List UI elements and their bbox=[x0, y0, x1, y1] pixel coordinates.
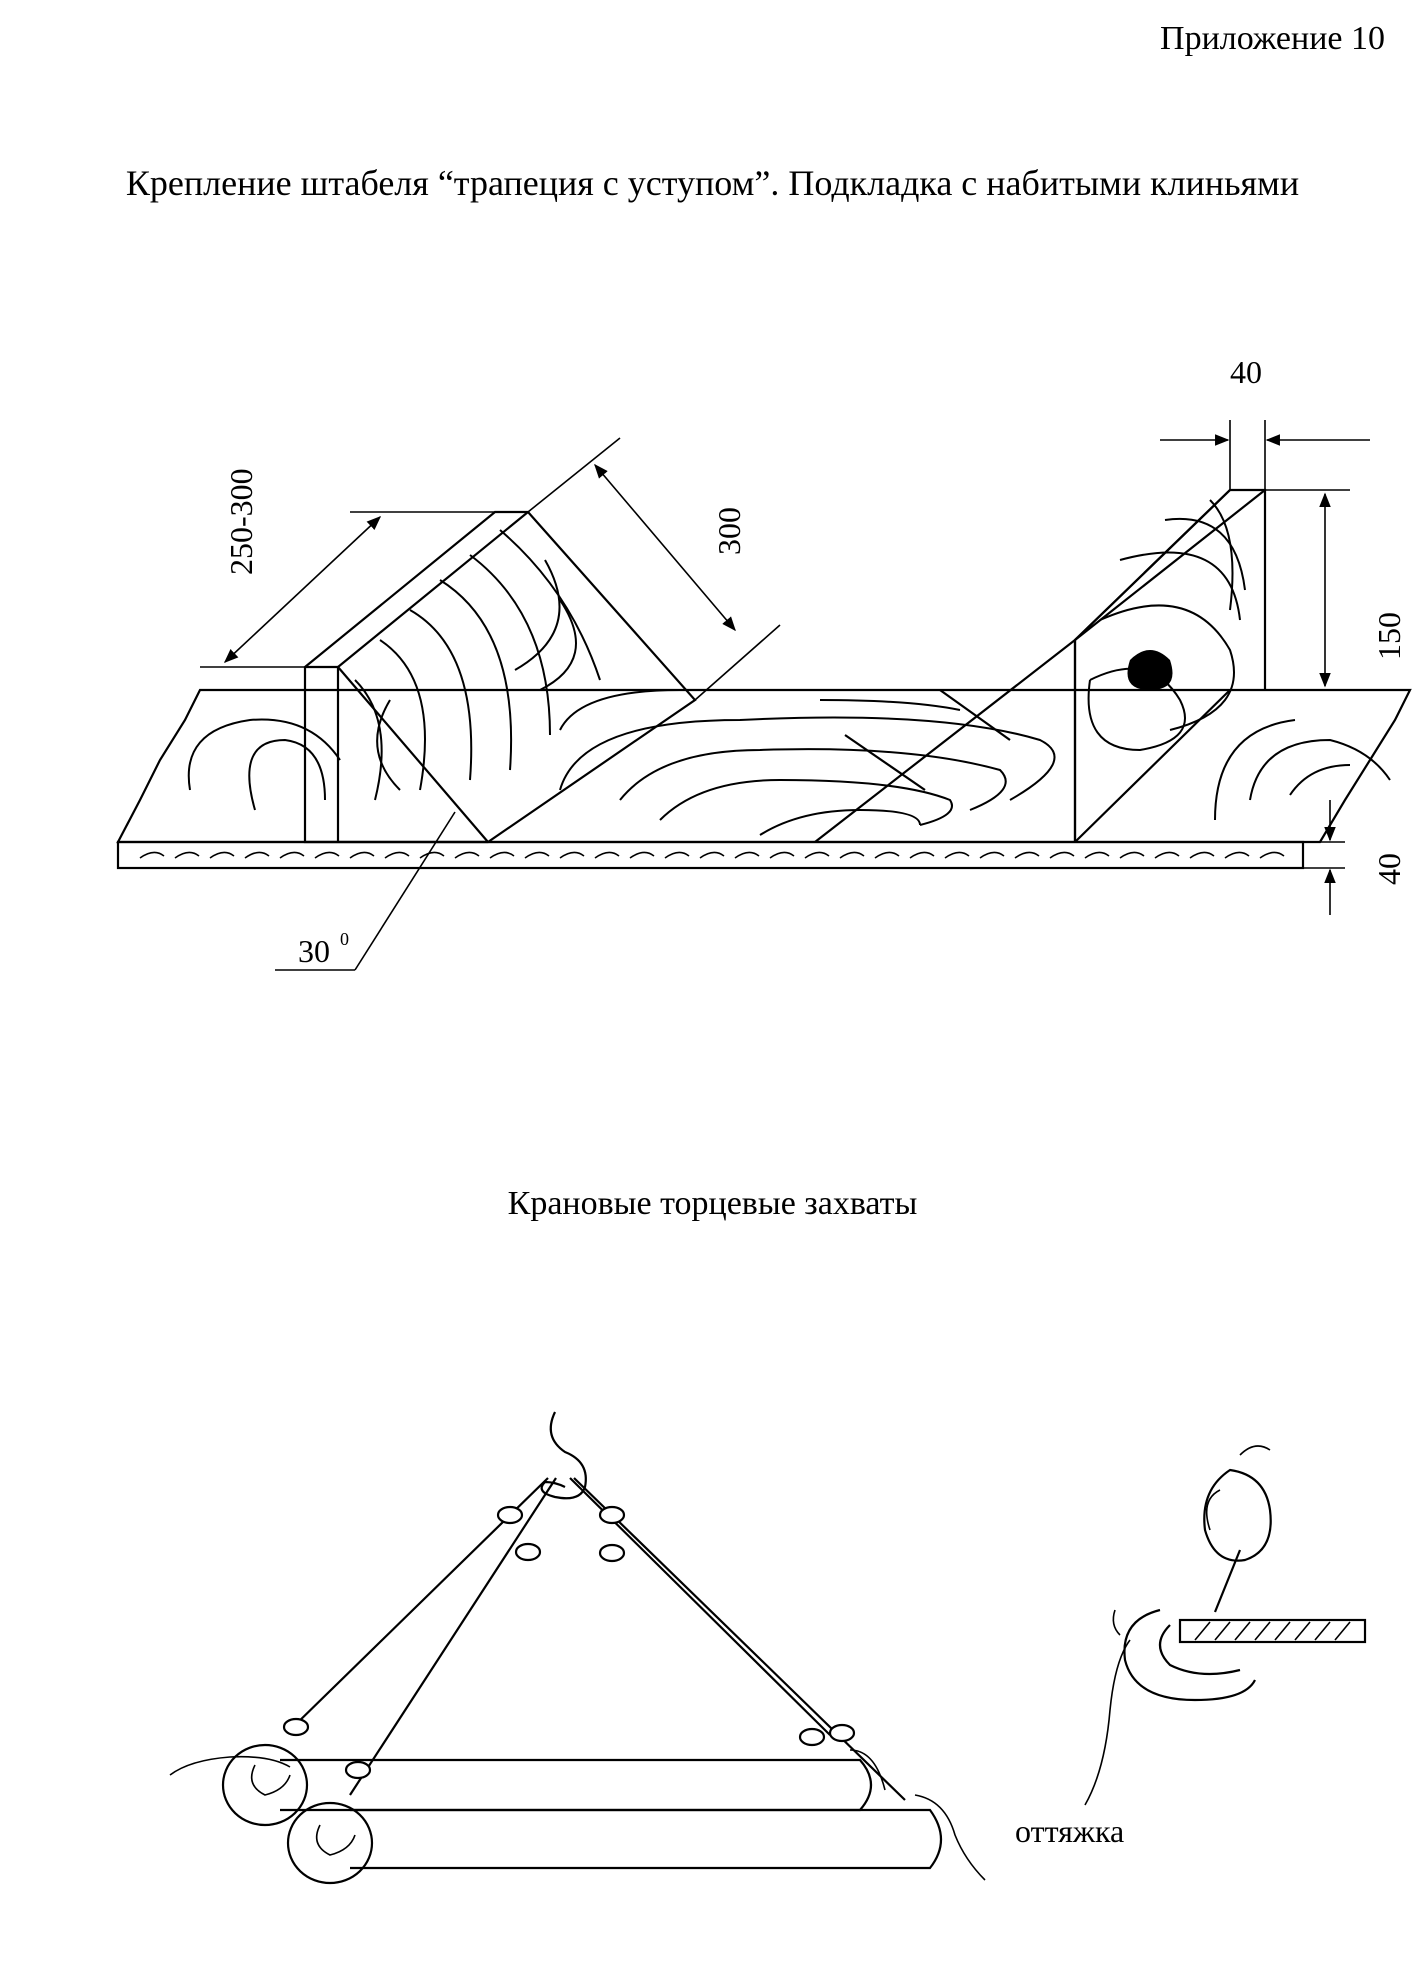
chain-links bbox=[282, 1505, 856, 1780]
label-top-width: 40 bbox=[1230, 354, 1262, 390]
label-base-thickness: 40 bbox=[1371, 853, 1407, 885]
label-angle-degree: 0 bbox=[340, 929, 349, 949]
dimension-slope-length: 300 bbox=[527, 437, 781, 701]
crane-grips-figure: оттяжка bbox=[169, 1411, 1367, 1885]
dimension-height: 150 bbox=[1265, 489, 1410, 691]
dimension-base-thickness: 40 bbox=[1303, 800, 1407, 915]
section-title-stack-fastening: Крепление штабеля “трапеция с уступом”. … bbox=[125, 163, 1300, 203]
main-beam bbox=[116, 688, 1412, 844]
label-guy-line: оттяжка bbox=[1015, 1813, 1124, 1849]
wedge-fastening-figure: 250-300 300 40 150 bbox=[116, 354, 1412, 971]
label-wedge-length: 250-300 bbox=[223, 468, 259, 575]
left-wedge bbox=[303, 510, 697, 844]
sling-chains bbox=[289, 1477, 906, 1801]
section-title-crane-grips: Крановые торцевые захваты bbox=[507, 1185, 918, 1222]
appendix-number: Приложение 10 bbox=[1160, 20, 1385, 57]
wedge-nails bbox=[844, 689, 1011, 791]
label-height: 150 bbox=[1371, 612, 1407, 660]
log-end-upper bbox=[221, 1743, 309, 1827]
dimension-top-width: 40 bbox=[1160, 354, 1370, 490]
log-end-lower bbox=[286, 1801, 374, 1885]
base-plank-grain bbox=[139, 851, 1285, 859]
label-slope-length: 300 bbox=[711, 507, 747, 555]
crane-hook bbox=[540, 1411, 587, 1500]
grip-detail: оттяжка bbox=[1015, 1445, 1367, 1849]
dimension-wedge-length: 250-300 bbox=[200, 468, 495, 668]
label-angle: 30 bbox=[298, 933, 330, 969]
wood-grain bbox=[187, 499, 1391, 836]
logs bbox=[169, 1743, 986, 1885]
dimension-angle: 30 0 bbox=[275, 811, 456, 971]
